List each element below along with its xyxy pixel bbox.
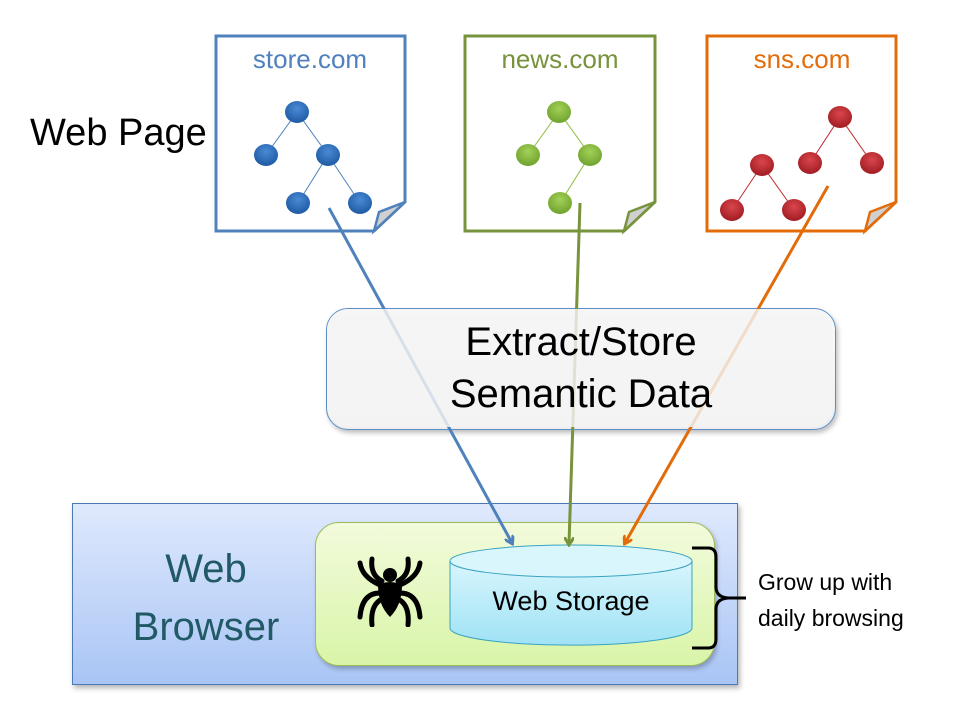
growth-note: Grow up with daily browsing xyxy=(758,564,904,636)
extract-store-label: Extract/Store Semantic Data xyxy=(326,316,836,420)
web-storage-label: Web Storage xyxy=(492,586,650,616)
tree-node xyxy=(348,192,372,214)
tree-node xyxy=(798,152,822,174)
tree-node xyxy=(782,199,806,221)
web-browser-label: Web Browser xyxy=(96,540,316,656)
tree-node xyxy=(750,154,774,176)
process-line1: Extract/Store xyxy=(465,320,697,364)
tree-node xyxy=(860,152,884,174)
database-cylinder-icon xyxy=(449,544,693,646)
tree-node xyxy=(578,144,602,166)
process-line2: Semantic Data xyxy=(449,372,713,416)
web-browser-label-line1: Web xyxy=(165,547,247,591)
tree-node xyxy=(285,101,309,123)
tree-node xyxy=(516,144,540,166)
spider-icon xyxy=(357,556,423,627)
tree-node xyxy=(316,144,340,166)
tree-node xyxy=(720,199,744,221)
tree-node xyxy=(828,106,852,128)
growth-note-line2: daily browsing xyxy=(758,605,904,631)
tree-node xyxy=(548,192,572,214)
tree-node xyxy=(286,192,310,214)
document-store xyxy=(214,34,407,235)
tree-node xyxy=(547,101,571,123)
site-label-news: news.com xyxy=(501,44,619,74)
growth-note-line1: Grow up with xyxy=(758,569,893,595)
web-browser-label-line2: Browser xyxy=(132,605,280,649)
web-page-label: Web Page xyxy=(30,112,207,154)
right-brace-icon xyxy=(692,546,746,650)
document-news xyxy=(463,34,657,235)
site-label-sns: sns.com xyxy=(753,44,851,74)
tree-node xyxy=(254,144,278,166)
site-label-store: store.com xyxy=(252,44,368,74)
